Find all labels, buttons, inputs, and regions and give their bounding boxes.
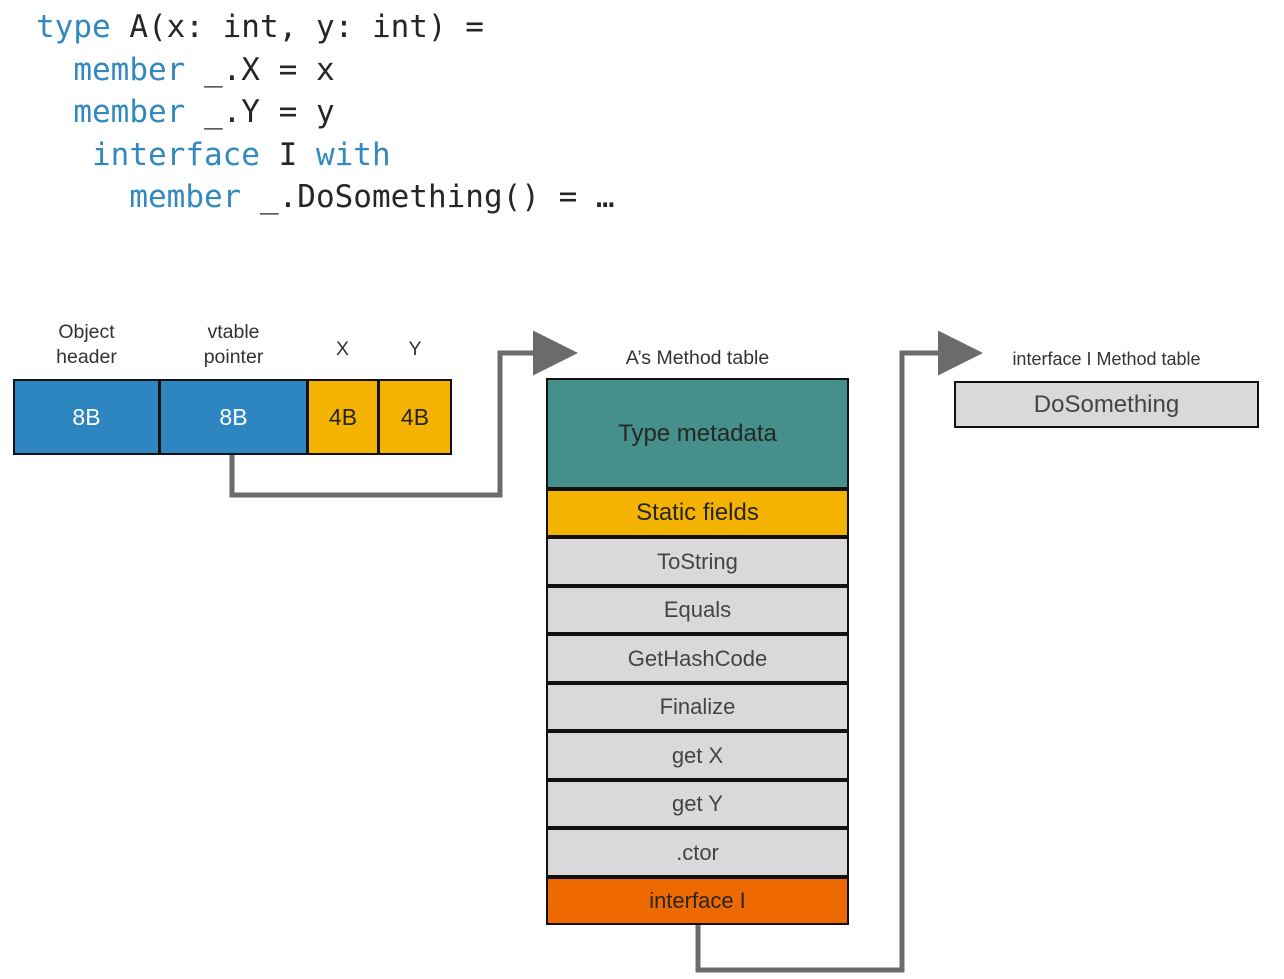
method-table-row-gethashcode: GetHashCode (546, 634, 849, 683)
code-snippet: type A(x: int, y: int) = member _.X = x … (36, 6, 615, 219)
code-text (36, 137, 92, 173)
code-keyword: interface (92, 136, 260, 173)
label-field-x: X (307, 337, 378, 362)
method-table-row-equals: Equals (546, 586, 849, 634)
code-keyword: member (129, 179, 242, 215)
code-keyword: member (73, 94, 186, 130)
code-text: _.Y = y (185, 94, 335, 130)
method-table-title-text: A’s Method table (625, 347, 770, 369)
field-y-cell: 4B (378, 379, 452, 455)
interface-table-row-dosomething: DoSomething (954, 381, 1259, 428)
label-field-y: Y (378, 337, 452, 362)
code-line-1: type A(x: int, y: int) = (36, 6, 615, 49)
method-table-row-type-metadata: Type metadata (546, 378, 849, 489)
code-keyword: with (315, 136, 391, 173)
label-object-header: Object header (13, 320, 160, 370)
interface-table-title-text: interface I Method table (1012, 349, 1201, 369)
label-vtable-pointer: vtable pointer (160, 320, 307, 370)
code-line-4: interface I with (36, 134, 615, 177)
code-line-5: member _.DoSomething() = … (36, 176, 615, 219)
code-text (36, 94, 73, 130)
method-table-row-interface-i: interface I (546, 877, 849, 925)
code-text: I (259, 136, 316, 173)
label-vtable-pointer-line1: vtable (207, 321, 260, 343)
code-text: _.X = x (185, 51, 335, 88)
code-text (36, 179, 129, 215)
code-text: A(x: int, y: int) = (110, 9, 484, 45)
code-text: _.DoSomething() = … (241, 179, 615, 215)
label-vtable-pointer-line2: pointer (203, 346, 264, 368)
object-header-cell: 8B (13, 379, 160, 455)
code-line-3: member _.Y = y (36, 91, 615, 134)
interface-table-title: interface I Method table (954, 347, 1259, 372)
method-table-row-static-fields: Static fields (546, 489, 849, 537)
code-keyword: member (73, 51, 186, 88)
code-text (36, 52, 73, 88)
label-object-header-line2: header (56, 346, 117, 368)
method-table-row-get-y: get Y (546, 780, 849, 828)
method-table-row-finalize: Finalize (546, 683, 849, 731)
label-object-header-line1: Object (58, 321, 115, 343)
label-field-y-text: Y (408, 338, 422, 360)
method-table-row-tostring: ToString (546, 537, 849, 586)
code-line-2: member _.X = x (36, 49, 615, 92)
code-keyword: type (36, 9, 111, 45)
vtable-pointer-cell: 8B (159, 379, 308, 455)
field-x-cell: 4B (307, 379, 379, 455)
method-table-row-ctor: .ctor (546, 828, 849, 877)
label-field-x-text: X (335, 338, 349, 360)
method-table-title: A’s Method table (546, 346, 849, 371)
method-table-row-get-x: get X (546, 731, 849, 780)
